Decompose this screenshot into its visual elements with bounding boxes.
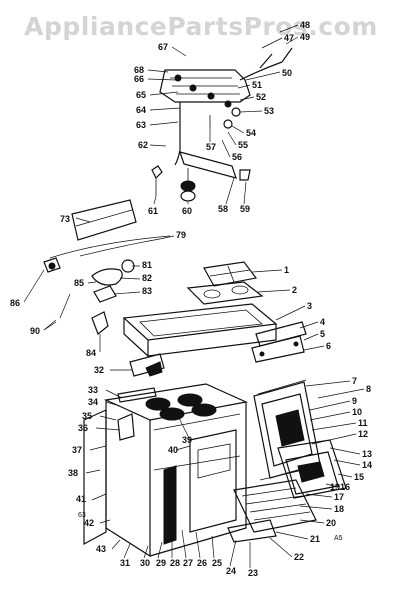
callout-28: 28 — [170, 558, 180, 568]
fitting-61 — [151, 165, 163, 196]
broiler-drawer-13-20 — [227, 439, 347, 543]
callout-29: 29 — [156, 558, 166, 568]
callout-35: 35 — [82, 411, 92, 421]
range-body — [103, 383, 248, 558]
callout-34: 34 — [88, 397, 98, 407]
callout-86: 86 — [10, 298, 20, 308]
bracket-84 — [91, 311, 109, 335]
callout-37: 37 — [72, 445, 82, 455]
callout-13: 13 — [362, 449, 372, 459]
callout-57: 57 — [206, 142, 216, 152]
callout-2: 2 — [292, 285, 297, 295]
callout-58: 58 — [218, 204, 228, 214]
watermark-text: AppliancePartsPros.com — [24, 12, 378, 41]
callout-60: 60 — [182, 206, 192, 216]
callout-33: 33 — [88, 385, 98, 395]
callout-19: 19 — [330, 482, 340, 492]
callout-20: 20 — [326, 518, 336, 528]
callout-36: 36 — [78, 423, 88, 433]
callout-27: 27 — [183, 558, 193, 568]
callout-65: 65 — [136, 90, 146, 100]
callout-54: 54 — [246, 128, 256, 138]
callout-52: 52 — [256, 92, 266, 102]
callout-64: 64 — [136, 105, 146, 115]
callout-24: 24 — [226, 566, 236, 576]
callout-49: 49 — [300, 32, 310, 42]
manifold-pipe-59 — [179, 151, 251, 181]
callout-79: 79 — [176, 230, 186, 240]
rear-panel-33 — [117, 387, 157, 403]
switch-86 — [43, 257, 61, 273]
callout-73: 73 — [60, 214, 70, 224]
burner-manifold-assembly — [159, 47, 293, 166]
callout-63: 63 — [136, 120, 146, 130]
callout-90: 90 — [30, 326, 40, 336]
callout-59: 59 — [240, 204, 250, 214]
callout-32: 32 — [94, 365, 104, 375]
callout-10: 10 — [352, 407, 362, 417]
callout-23: 23 — [248, 568, 258, 578]
callout-9: 9 — [352, 396, 357, 406]
callout-17: 17 — [334, 492, 344, 502]
callout-25: 25 — [212, 558, 222, 568]
callout-47: 47 — [284, 33, 294, 43]
regulator-60 — [180, 168, 196, 202]
callout-12: 12 — [358, 429, 368, 439]
callout-40: 40 — [168, 445, 178, 455]
callout-81: 81 — [142, 260, 152, 270]
ignitor-parts-81-85 — [43, 259, 135, 331]
callout-26: 26 — [197, 558, 207, 568]
callout-55: 55 — [238, 140, 248, 150]
callout-14: 14 — [362, 460, 372, 470]
callout-31: 31 — [120, 558, 130, 568]
callout-22: 22 — [294, 552, 304, 562]
control-panel-73 — [71, 199, 137, 241]
side-panel-37 — [83, 409, 135, 546]
callout-1: 1 — [284, 265, 289, 275]
callout-62: 62 — [138, 140, 148, 150]
callout-8: 8 — [366, 384, 371, 394]
surface-burners-39 — [145, 393, 217, 421]
control-knob-32 — [129, 353, 165, 377]
callout-82: 82 — [142, 273, 152, 283]
leader-lines — [23, 24, 365, 568]
callout-labels: 47 48 49 50 51 52 53 54 55 56 57 58 59 6… — [10, 20, 372, 578]
side-mark-right: A5 — [334, 535, 343, 542]
side-trim-4-6 — [251, 321, 307, 363]
burner-grate-1 — [203, 261, 258, 287]
callout-4: 4 — [320, 317, 325, 327]
callout-84: 84 — [86, 348, 96, 358]
callout-56: 56 — [232, 152, 242, 162]
callout-30: 30 — [140, 558, 150, 568]
callout-48: 48 — [300, 20, 310, 30]
callout-39: 39 — [182, 435, 192, 445]
callout-53: 53 — [264, 106, 274, 116]
callout-68: 68 — [134, 65, 144, 75]
callout-85: 85 — [74, 278, 84, 288]
callout-83: 83 — [142, 286, 152, 296]
callout-41: 41 — [76, 494, 86, 504]
callout-42: 42 — [84, 518, 94, 528]
callout-18: 18 — [334, 504, 344, 514]
callout-3: 3 — [307, 301, 312, 311]
callout-66: 66 — [134, 74, 144, 84]
callout-11: 11 — [358, 418, 368, 428]
callout-5: 5 — [320, 329, 325, 339]
side-mark-left: 63 — [78, 512, 86, 519]
callout-7: 7 — [352, 376, 357, 386]
callout-15: 15 — [354, 472, 364, 482]
callout-16: 16 — [340, 482, 350, 492]
callout-43: 43 — [96, 544, 106, 554]
callout-38: 38 — [68, 468, 78, 478]
callout-6: 6 — [326, 341, 331, 351]
callout-67: 67 — [158, 42, 168, 52]
callout-51: 51 — [252, 80, 262, 90]
wire-harness-79 — [49, 235, 171, 259]
cooktop-3 — [122, 303, 278, 357]
callout-21: 21 — [310, 534, 320, 544]
callout-50: 50 — [282, 68, 292, 78]
callout-61: 61 — [148, 206, 158, 216]
burner-bowl-2 — [186, 281, 264, 305]
